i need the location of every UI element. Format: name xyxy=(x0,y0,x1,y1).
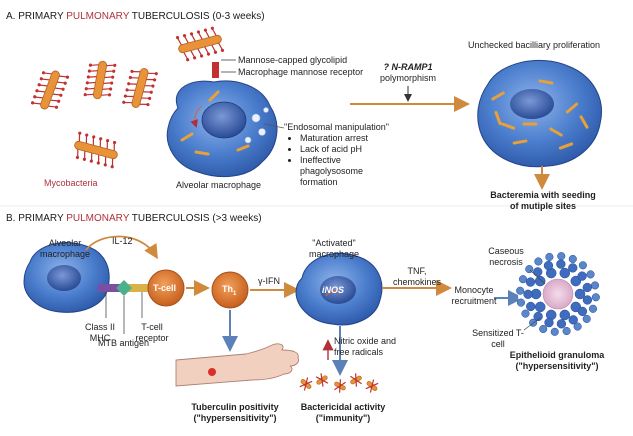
caseous-leader xyxy=(529,269,546,285)
mtb-label: MTB antigen xyxy=(98,338,150,348)
mycobacteria-label: Mycobacteria xyxy=(44,178,98,188)
th1-cell xyxy=(211,271,249,309)
epithelioid-granuloma xyxy=(516,252,600,336)
activated-label: "Activated" macrophage xyxy=(308,238,360,259)
granuloma-label: Epithelioid granuloma ("hypersensitivity… xyxy=(509,350,605,371)
mycobacterium-icon xyxy=(74,131,118,169)
bacteremia-label: Bacteremia with seeding of mutiple sites xyxy=(490,190,596,211)
receptor-label: Macrophage mannose receptor xyxy=(238,67,364,77)
endosomal-point: Maturation arrest xyxy=(300,133,396,144)
antigen-presentation-connector xyxy=(98,280,148,334)
killed-bacillus-icon xyxy=(365,379,379,393)
killed-bacilli xyxy=(299,373,379,393)
section-b-title: B. PRIMARY PULMONARY TUBERCULOSIS (>3 we… xyxy=(6,213,262,224)
mycobacteria-illustration xyxy=(30,60,158,169)
endosomal-point: Lack of acid pH xyxy=(300,144,396,155)
classii-label: Class II MHC xyxy=(84,322,115,343)
alveolar-macrophage-b-cell xyxy=(23,242,110,313)
mannose-receptor-icon xyxy=(212,62,219,78)
monocyte-label: Monocyte recruitment xyxy=(451,285,497,306)
inos-label: iNOS xyxy=(322,285,345,295)
killed-bacillus-icon xyxy=(299,377,313,391)
killed-bacillus-icon xyxy=(350,373,362,387)
endosome-leader xyxy=(263,123,285,129)
ifn-label: γ-IFN xyxy=(258,276,280,286)
tcr-label: T-cell receptor xyxy=(135,322,169,343)
endosomal-list: Maturation arrest Lack of acid pH Ineffe… xyxy=(288,133,396,188)
t-cell xyxy=(147,269,185,307)
il12-label: IL-12 xyxy=(112,236,133,246)
il12-arrow xyxy=(85,235,158,260)
infected-macrophage-cell xyxy=(477,59,602,168)
sensitized-leader xyxy=(523,317,541,331)
tuberculin-label: Tuberculin positivity ("hypersensitivity… xyxy=(191,402,279,423)
endosomal-title: "Endosomal manipulation" xyxy=(284,122,389,132)
section-a-title: A. PRIMARY PULMONARY TUBERCULOSIS (0-3 w… xyxy=(6,11,265,22)
activated-macrophage-cell xyxy=(295,252,383,326)
alveolar-macrophage-cell xyxy=(166,80,278,178)
mycobacterium-icon xyxy=(30,70,70,110)
arm-illustration xyxy=(175,343,299,387)
tnf-label: TNF, chemokines xyxy=(392,266,442,287)
alveolar-b-label: Alveolar macrophage xyxy=(39,238,91,259)
alveolar-macrophage-label: Alveolar macrophage xyxy=(176,180,262,190)
mycobacterium-icon xyxy=(122,68,158,108)
mycobacterium-icon xyxy=(175,26,225,62)
sensitized-label: Sensitized T-cell xyxy=(472,328,524,349)
nitric-label: Nitric oxide and free radicals xyxy=(334,336,397,357)
killed-bacillus-icon xyxy=(315,373,329,387)
killed-bacillus-icon xyxy=(334,379,346,393)
glycolipid-bacterium xyxy=(175,26,225,62)
th1-label: Th1 xyxy=(222,284,237,297)
bactericidal-label: Bactericidal activity ("immunity") xyxy=(300,402,386,423)
unchecked-label: Unchecked bacilliary proliferation xyxy=(468,40,601,50)
tcell-label: T-cell xyxy=(153,283,177,293)
endosomal-point: Ineffective phagolysosome formation xyxy=(300,155,396,188)
glycolipid-label: Mannose-capped glycolipid xyxy=(238,55,348,65)
caseous-label: Caseous necrosis xyxy=(488,246,524,267)
mycobacterium-icon xyxy=(83,60,117,100)
